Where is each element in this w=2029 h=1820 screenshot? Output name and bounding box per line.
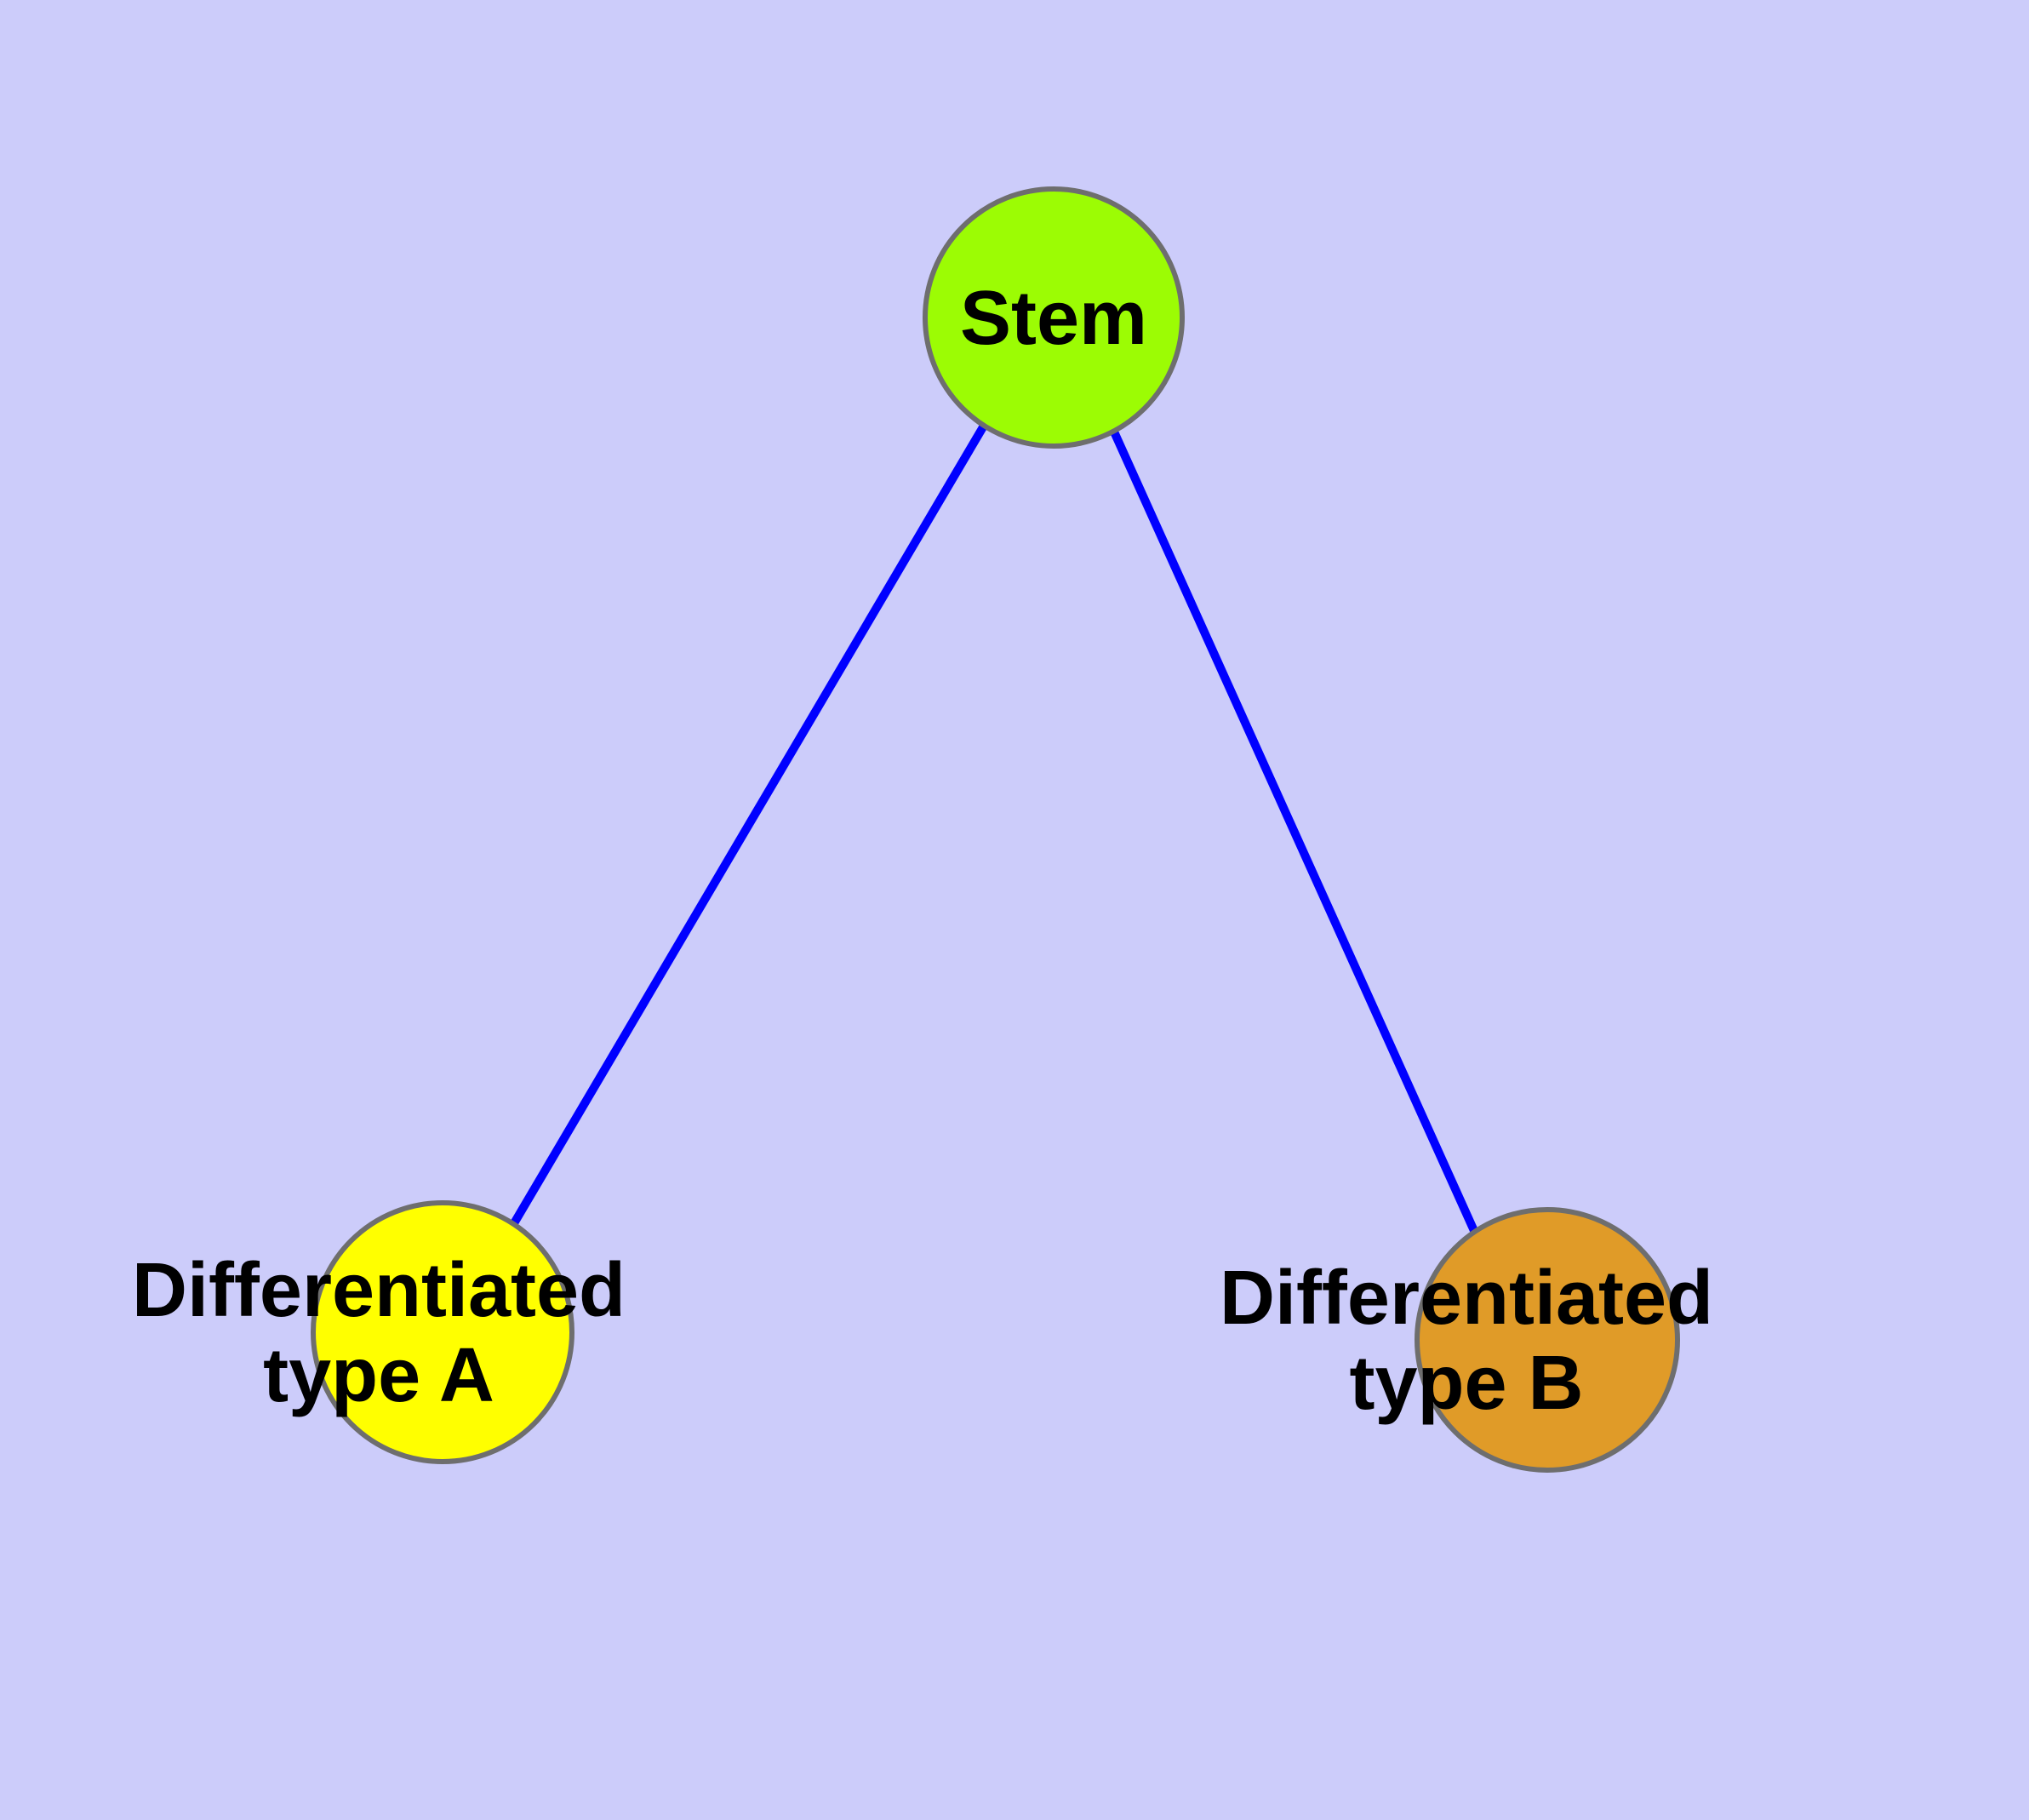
node-stem[interactable] — [923, 186, 1185, 449]
node-label-line: Stem — [960, 276, 1147, 361]
node-diff_a[interactable] — [311, 1200, 574, 1464]
node-label-stem: Stem — [960, 276, 1147, 361]
edge-stem-diff-a[interactable] — [510, 423, 988, 1226]
node-label-line: type A — [263, 1333, 494, 1418]
node-label-line: Differentiated — [1220, 1256, 1713, 1341]
edges-layer — [510, 423, 1479, 1235]
node-label-line: Differentiated — [132, 1248, 626, 1333]
node-circle-diff_a[interactable] — [311, 1200, 574, 1464]
edge-stem-diff-b[interactable] — [1109, 427, 1479, 1235]
node-label-line: type B — [1349, 1341, 1583, 1426]
node-circle-diff_b[interactable] — [1415, 1207, 1680, 1473]
node-diff_b[interactable] — [1415, 1207, 1680, 1473]
node-circle-stem[interactable] — [923, 186, 1185, 449]
